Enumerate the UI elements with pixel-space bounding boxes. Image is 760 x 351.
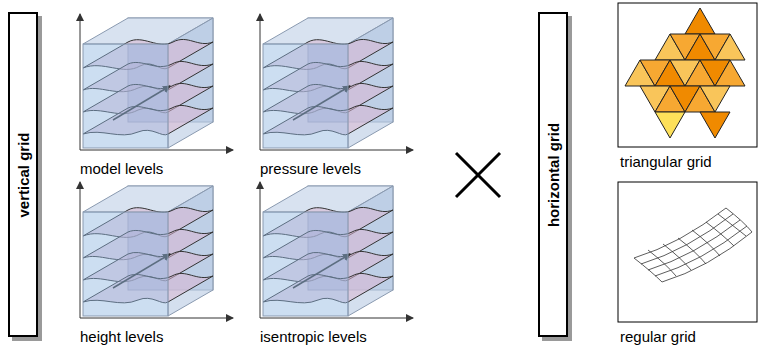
band-title: horizontal grid <box>545 122 562 226</box>
panel-caption: pressure levels <box>260 160 361 177</box>
panel-caption: height levels <box>80 328 163 345</box>
title-band: vertical grid <box>8 12 38 337</box>
regular-grid <box>634 208 752 282</box>
panel-caption: model levels <box>80 160 163 177</box>
times-symbol <box>456 153 500 197</box>
panel-caption: regular grid <box>620 328 696 345</box>
triangular-grid <box>625 8 745 138</box>
band-title: vertical grid <box>15 132 32 217</box>
panel-caption: triangular grid <box>620 153 712 170</box>
cube-figure <box>260 14 413 150</box>
cube-figure <box>260 182 413 318</box>
panel-caption: isentropic levels <box>260 328 367 345</box>
image-frame <box>618 182 757 322</box>
cube-figure <box>80 14 233 150</box>
cube-figure <box>80 182 233 318</box>
title-band: horizontal grid <box>538 12 568 337</box>
image-frame <box>618 3 757 147</box>
